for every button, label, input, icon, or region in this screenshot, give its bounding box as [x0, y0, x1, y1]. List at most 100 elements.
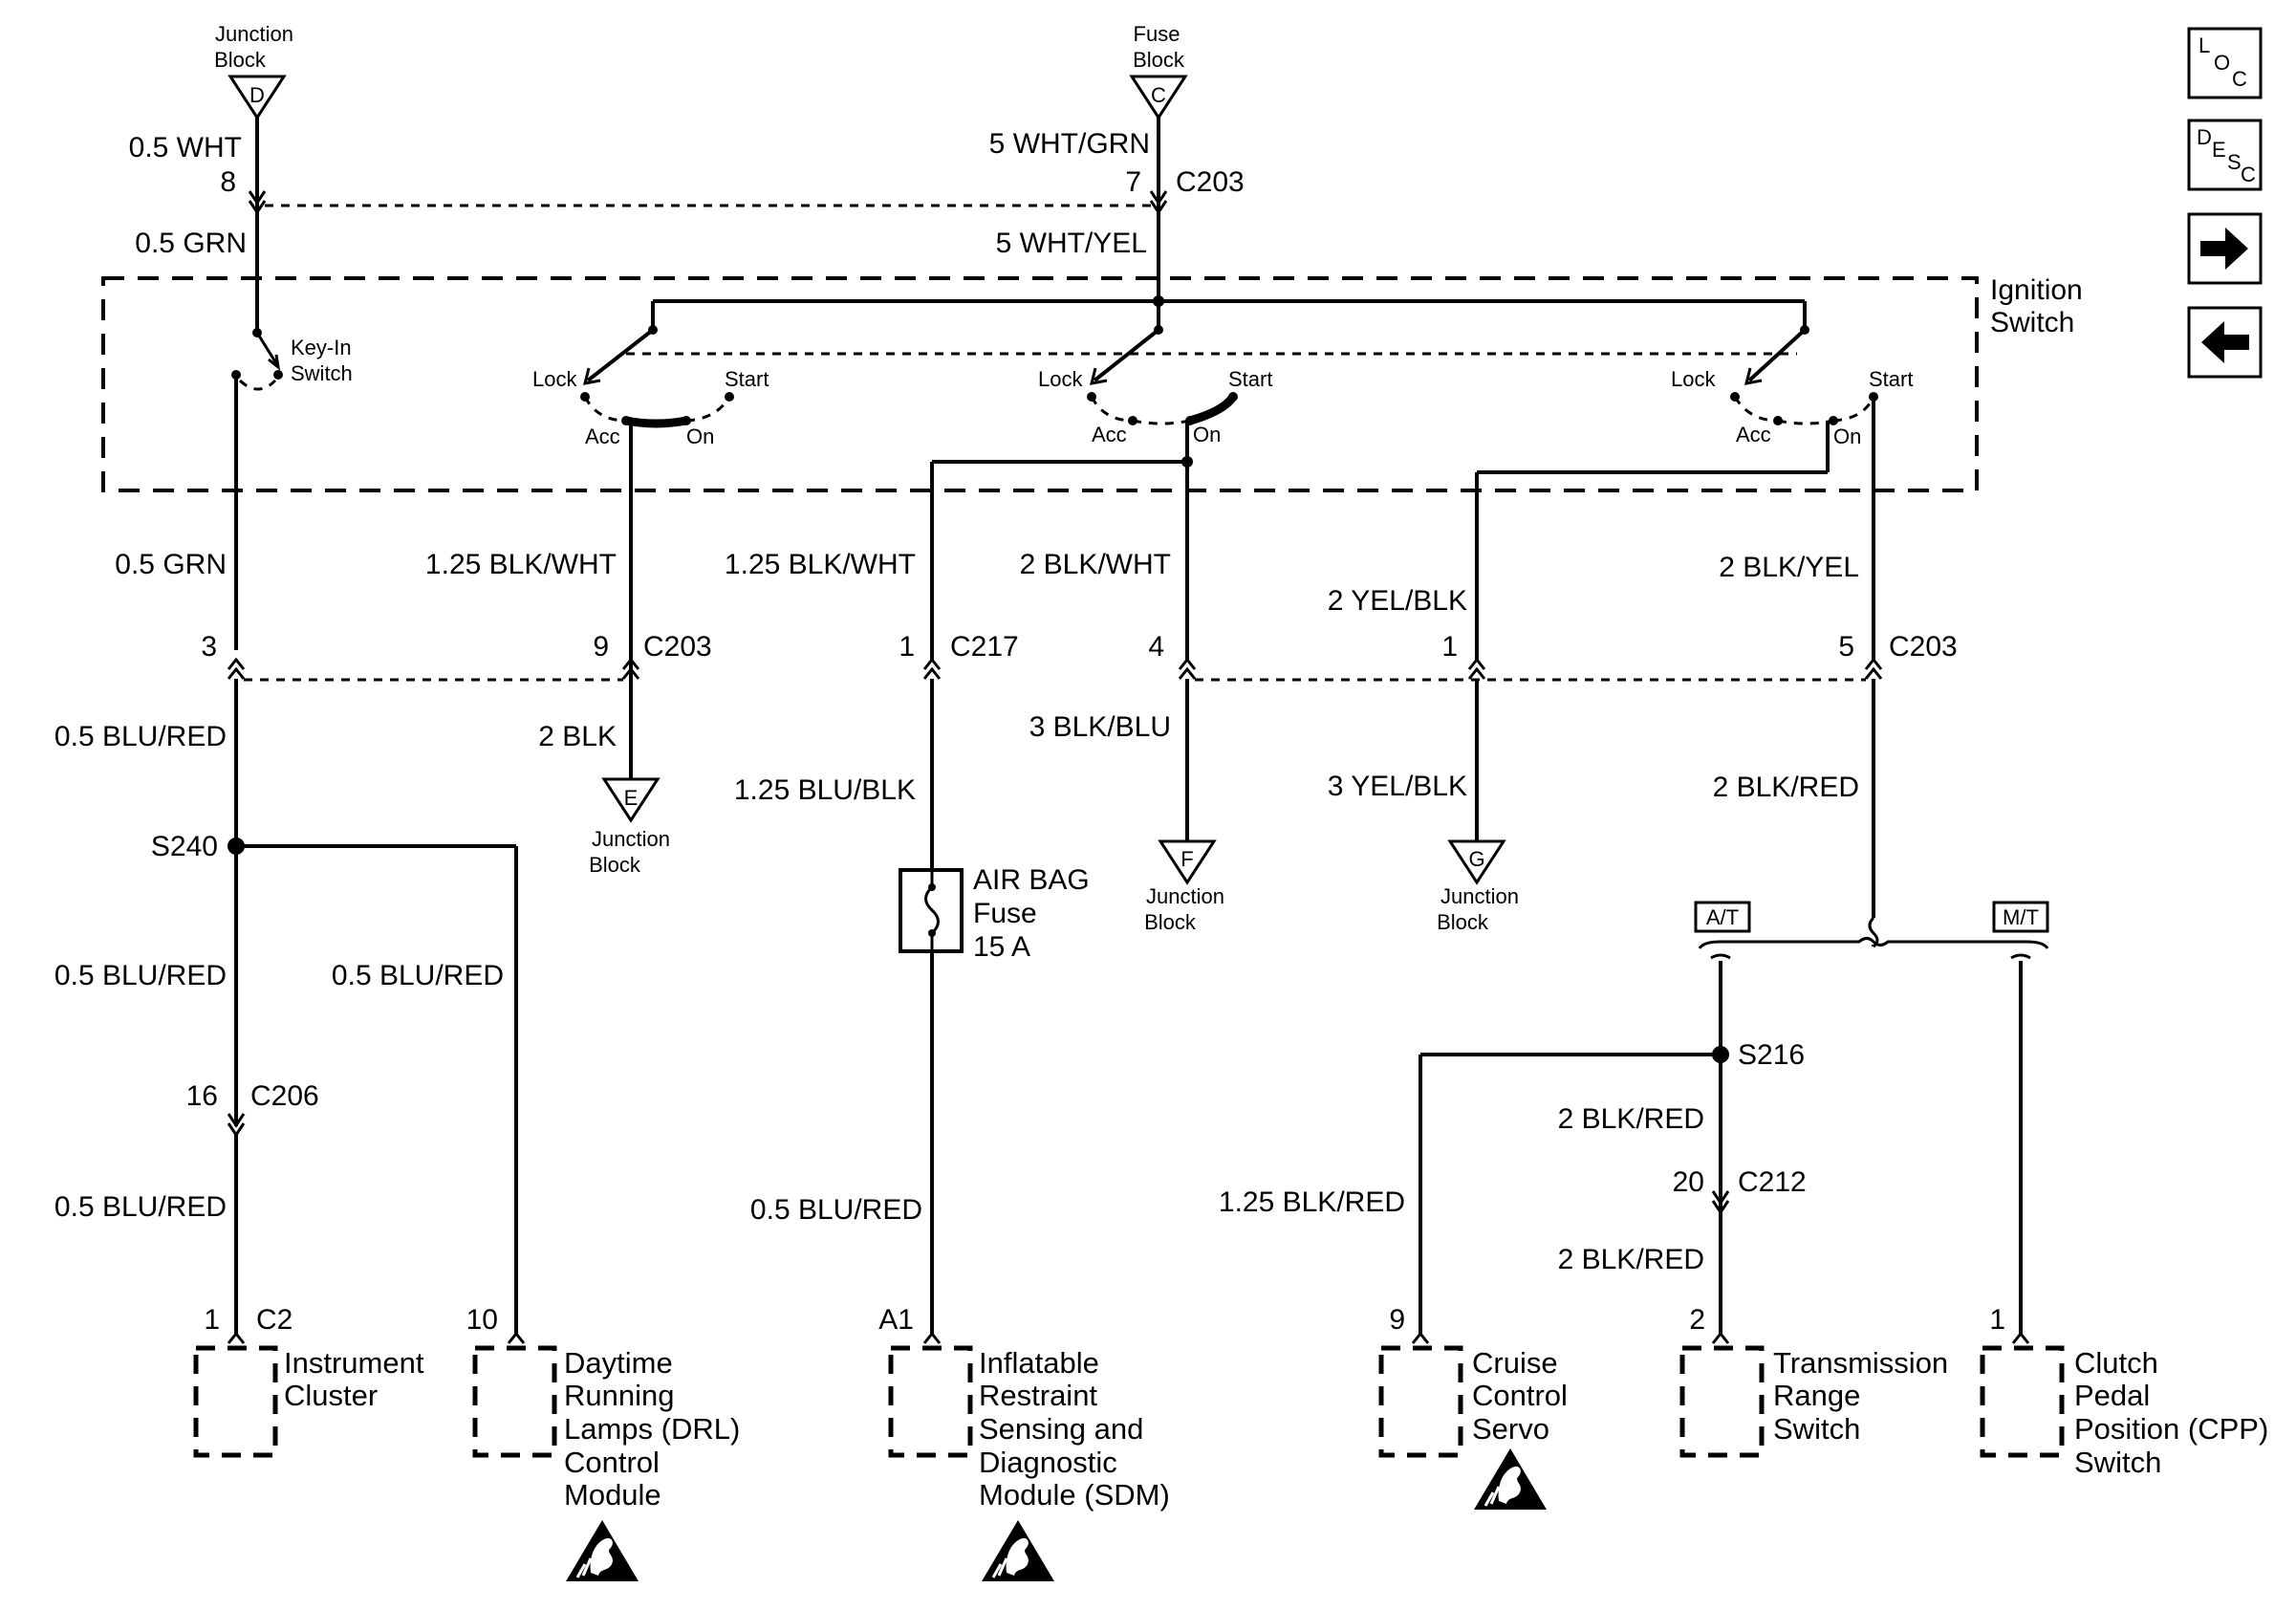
component-name: Control	[564, 1446, 660, 1479]
wire-label: 0.5 GRN	[115, 549, 227, 580]
esd-warning-icon	[564, 1518, 640, 1583]
fuse-name: AIR BAG	[973, 864, 1090, 896]
component-name: Inflatable	[979, 1346, 1099, 1380]
pin-number: 16	[186, 1080, 218, 1112]
next-page-button[interactable]	[2187, 212, 2263, 285]
wire-label: 0.5 BLU/RED	[54, 721, 227, 752]
component-name: Lamps (DRL)	[564, 1412, 740, 1446]
position-acc: Acc	[1092, 423, 1127, 446]
wire-label: 5 WHT/YEL	[996, 228, 1147, 259]
wire-label: 1.25 BLK/RED	[1219, 1186, 1405, 1218]
junction-block-label: Junction	[1146, 884, 1224, 908]
svg-text:E: E	[2212, 138, 2226, 162]
fuse-block-label: Block	[1133, 48, 1185, 72]
wire-label: 1.25 BLK/WHT	[725, 549, 916, 580]
desc-button[interactable]: D E S C	[2187, 119, 2263, 191]
pin-number: 2	[1689, 1304, 1705, 1336]
component-transmission-range-switch: 2 Transmission Range Switch	[1679, 1304, 1948, 1458]
prev-page-button[interactable]	[2187, 306, 2263, 379]
ignition-switch-title: Switch	[1990, 307, 2074, 338]
position-start: Start	[1228, 367, 1272, 391]
wire-label: 2 BLK/RED	[1558, 1103, 1704, 1135]
key-in-label: Switch	[291, 361, 353, 385]
wire-label: 2 BLK	[538, 721, 617, 752]
wire-label: 1.25 BLU/BLK	[734, 774, 916, 806]
wire-label: 0.5 BLU/RED	[332, 960, 504, 991]
position-start: Start	[1869, 367, 1913, 391]
component-name: Instrument	[284, 1346, 424, 1380]
svg-text:C: C	[2232, 67, 2247, 91]
wire-label: 2 BLK/RED	[1558, 1244, 1704, 1275]
option-mt: M/T	[2003, 905, 2039, 929]
component-name: Pedal	[2074, 1379, 2150, 1412]
loc-button[interactable]: L O C	[2187, 27, 2263, 99]
component-name: Module	[564, 1478, 661, 1512]
option-at: A/T	[1706, 905, 1739, 929]
wire-label: 0.5 GRN	[135, 228, 247, 259]
component-name: Module (SDM)	[979, 1478, 1170, 1512]
position-lock: Lock	[1038, 367, 1083, 391]
wire-label: 2 BLK/WHT	[1020, 549, 1171, 580]
ignition-switch-section-3: Lock Start Acc On	[1671, 325, 1913, 448]
component-sdm: A1 Inflatable Restraint Sensing and Diag…	[878, 1304, 1170, 1583]
position-on: On	[1833, 424, 1861, 448]
svg-text:D: D	[2197, 125, 2212, 149]
ignition-switch-box	[101, 276, 1979, 492]
position-start: Start	[725, 367, 769, 391]
junction-block-d-source: Junction Block D	[214, 22, 293, 120]
component-name: Position (CPP)	[2074, 1412, 2268, 1446]
component-cpp-switch: 1 Clutch Pedal Position (CPP) Switch	[1980, 1304, 2268, 1479]
junction-block-label: Block	[589, 853, 641, 877]
svg-text:S: S	[2227, 150, 2242, 174]
connector-id: C217	[950, 631, 1019, 663]
component-name: Cruise	[1472, 1346, 1558, 1380]
junction-letter: D	[249, 83, 265, 107]
svg-text:O: O	[2214, 51, 2230, 75]
ignition-switch-section-1: Lock Start Acc On	[532, 325, 769, 448]
ignition-switch-title: Ignition	[1990, 274, 2083, 306]
fuse-block-c-source: Fuse Block C	[1129, 22, 1188, 120]
junction-block-label: Block	[1144, 910, 1197, 934]
position-lock: Lock	[532, 367, 577, 391]
junction-block-label: Junction	[592, 827, 670, 851]
position-on: On	[1193, 423, 1221, 446]
position-acc: Acc	[1736, 423, 1771, 446]
component-name: Clutch	[2074, 1346, 2158, 1380]
junction-block-label: Block	[214, 48, 267, 72]
component-name: Transmission	[1773, 1346, 1948, 1380]
arrow-left-icon	[2201, 321, 2249, 363]
pin-number: 10	[466, 1304, 498, 1336]
fuse-block-label: Fuse	[1134, 22, 1180, 46]
wire-label: 3 BLK/BLU	[1029, 711, 1171, 743]
junction-block-f: F Junction Block	[1144, 839, 1224, 934]
fuse-name: Fuse	[973, 898, 1037, 929]
svg-text:L: L	[2199, 33, 2210, 57]
pin-number: A1	[878, 1304, 914, 1336]
pin-number: 1	[1989, 1304, 2005, 1336]
junction-block-label: Junction	[1440, 884, 1519, 908]
component-drl-module: 10 Daytime Running Lamps (DRL) Control M…	[466, 1304, 740, 1583]
component-name: Cluster	[284, 1379, 378, 1412]
fuse-rating: 15 A	[973, 931, 1030, 963]
arrow-right-icon	[2200, 228, 2248, 270]
wire-label: 2 BLK/RED	[1713, 772, 1859, 803]
connector-id: C206	[250, 1080, 319, 1112]
junction-block-g: G Junction Block	[1437, 839, 1519, 934]
component-cruise-servo: 9 Cruise Control Servo	[1378, 1304, 1568, 1512]
wire-label: 0.5 BLU/RED	[54, 960, 227, 991]
component-name: Diagnostic	[979, 1446, 1117, 1479]
connector-id: C203	[1889, 631, 1958, 663]
wire-label: 0.5 BLU/RED	[54, 1191, 227, 1223]
fuse-letter: C	[1151, 83, 1166, 107]
junction-letter: E	[624, 786, 639, 810]
connector-row-c203	[227, 657, 1883, 682]
wire-label: 1.25 BLK/WHT	[425, 549, 617, 580]
air-bag-fuse: AIR BAG Fuse 15 A	[899, 864, 1090, 963]
pin-number: 9	[593, 631, 609, 663]
junction-block-label: Block	[1437, 910, 1489, 934]
transmission-option-block: A/T M/T	[1694, 901, 2049, 960]
junction-letter: G	[1468, 847, 1484, 871]
connector-id: C203	[1176, 166, 1245, 198]
component-name: Switch	[1773, 1412, 1860, 1446]
key-in-label: Key-In	[291, 336, 352, 359]
